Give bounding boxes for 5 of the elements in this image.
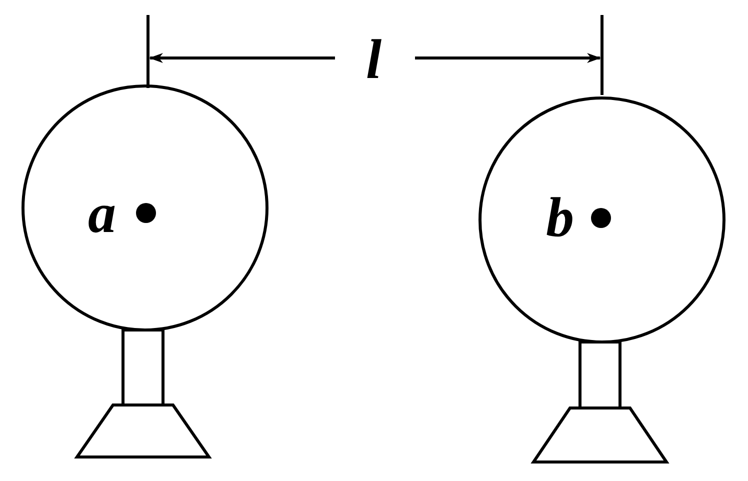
sphere — [478, 96, 726, 344]
sphere — [21, 84, 269, 332]
point-label: a — [88, 186, 116, 242]
length-label: l — [366, 32, 382, 88]
point-label: b — [546, 190, 574, 246]
